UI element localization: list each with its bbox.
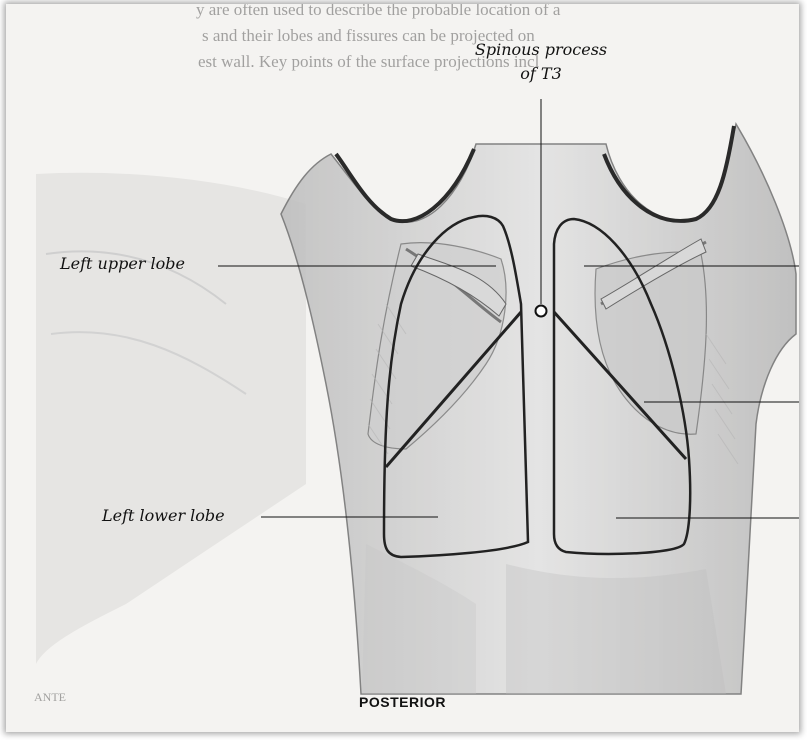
scanned-page: y are often used to describe the probabl… bbox=[6, 4, 799, 732]
left-lower-lobe-label: Left lower lobe bbox=[102, 506, 225, 526]
left-upper-lobe-label: Left upper lobe bbox=[60, 254, 185, 274]
view-label-posterior: POSTERIOR bbox=[6, 694, 799, 710]
spinous-process-label: Spinous process of T3 bbox=[446, 38, 636, 86]
spinous-process-marker bbox=[536, 306, 547, 317]
arm-sketch bbox=[36, 173, 306, 664]
spinous-label-line-2: of T3 bbox=[446, 62, 636, 86]
spinous-label-line-1: Spinous process bbox=[446, 38, 636, 62]
lung-diagram bbox=[6, 4, 799, 732]
